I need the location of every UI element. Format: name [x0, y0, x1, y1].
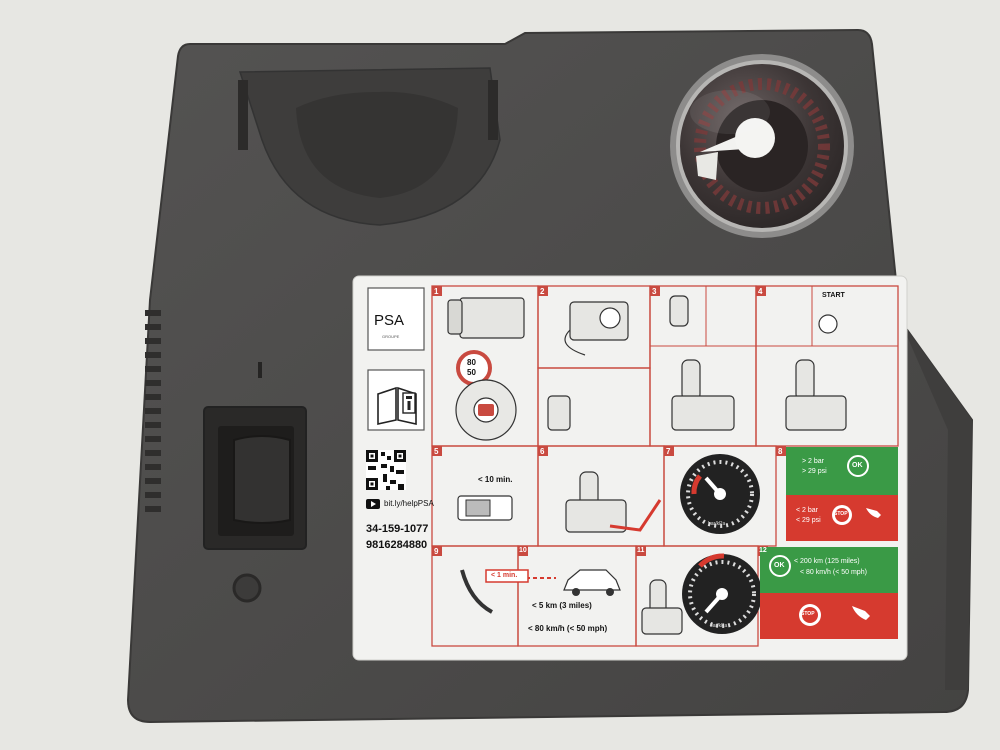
- step-1: 1: [434, 287, 439, 296]
- car-icon: [563, 569, 621, 591]
- brand-sub: GROUPE: [382, 334, 400, 339]
- ok-block-limit: [760, 547, 898, 593]
- ok-high-psi: > 29 psi: [802, 468, 827, 475]
- ok-high-bar: > 2 bar: [802, 458, 824, 465]
- ok-limit-distance: < 200 km (125 miles): [794, 558, 860, 565]
- step-2: 2: [540, 287, 545, 296]
- qr-link: bit.ly/helpPSA: [384, 499, 434, 508]
- step-7: 7: [666, 447, 671, 456]
- stop-icon-2-text: STOP: [801, 611, 815, 617]
- switch-mark: [258, 362, 262, 378]
- speed-label: < 80 km/h (< 50 mph): [528, 624, 608, 633]
- panel-11-gauge: [682, 553, 762, 634]
- gauge-unit-7: bar/kPa: [708, 521, 726, 527]
- part-number-1: 34-159-1077: [366, 523, 429, 535]
- phone-icon: [866, 508, 881, 518]
- ok-icon-2-text: OK: [774, 562, 785, 569]
- time-badge: [485, 569, 529, 583]
- ok-icon-2: [769, 555, 791, 577]
- cap-50: 50: [467, 368, 476, 377]
- rocker-switch: [233, 435, 291, 524]
- step-3: 3: [652, 287, 657, 296]
- stop-low-psi: < 29 psi: [796, 517, 821, 524]
- step-10: 10: [519, 547, 527, 554]
- step-9: 9: [434, 547, 439, 556]
- ten-min-label: < 10 min.: [478, 475, 513, 484]
- ok-block-pressure: [786, 447, 898, 495]
- panel-1-drawing: [447, 297, 525, 441]
- pressure-gauge: [670, 54, 854, 238]
- compressor-drawings: [547, 295, 847, 635]
- arrow-up: [609, 499, 662, 532]
- screw-hole: [232, 573, 262, 603]
- step-12: 12: [759, 547, 767, 554]
- gauge-unit-11: bar/kPa: [710, 623, 728, 629]
- step-6: 6: [540, 447, 545, 456]
- slot-left: [238, 80, 248, 150]
- vent-grill: [145, 310, 161, 512]
- step-5: 5: [434, 447, 439, 456]
- slot-right: [488, 80, 498, 140]
- stop-icon-text: STOP: [834, 511, 848, 517]
- step-8: 8: [778, 447, 783, 456]
- manual-book-icon: [377, 386, 417, 425]
- side-bevel: [900, 320, 972, 690]
- panel-7-gauge: [680, 454, 760, 534]
- phone-icon-2: [852, 606, 870, 620]
- cap-80: 80: [467, 358, 476, 367]
- stop-block-limit: [760, 593, 898, 639]
- start-label: START: [822, 292, 845, 299]
- recess-cup: [296, 91, 458, 198]
- valve-hose: [460, 569, 494, 614]
- step-11: 11: [637, 547, 645, 554]
- part-number-2: 9816284880: [366, 539, 428, 551]
- step-4: 4: [758, 287, 763, 296]
- one-min-label: < 1 min.: [491, 572, 518, 579]
- qr-code-icon: [366, 450, 406, 490]
- panel-grid: [431, 285, 899, 647]
- distance-label: < 5 km (3 miles): [532, 601, 592, 610]
- stop-low-bar: < 2 bar: [796, 507, 818, 514]
- ok-icon-text: OK: [852, 462, 863, 469]
- brand-box: [367, 287, 425, 351]
- ok-icon: [847, 455, 869, 477]
- ok-limit-speed: < 80 km/h (< 50 mph): [800, 569, 867, 576]
- brand-name: PSA: [374, 312, 405, 329]
